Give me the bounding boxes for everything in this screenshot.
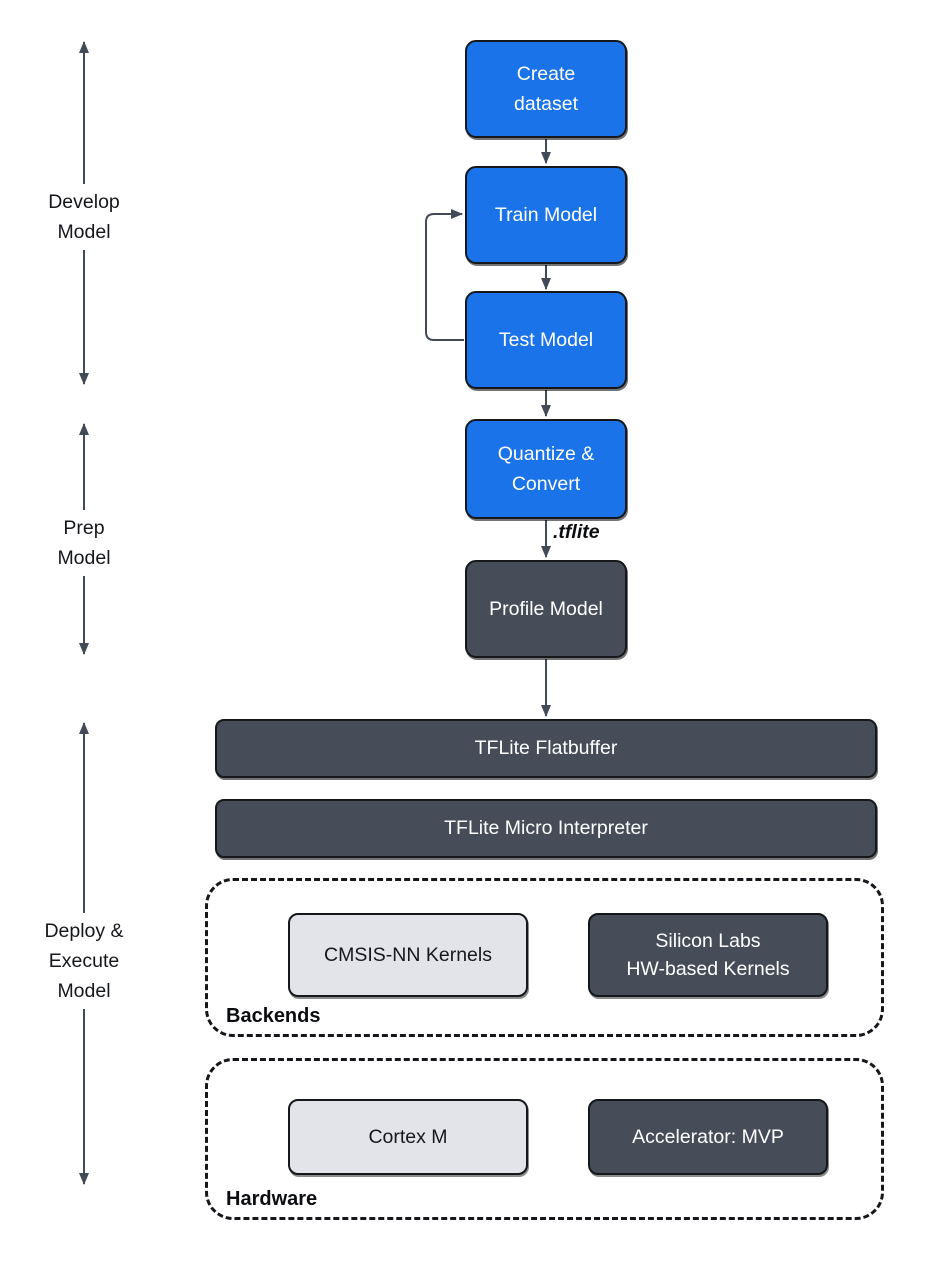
group-title-hardware: Hardware	[226, 1188, 318, 1210]
node-cmsis-nn-kernels: CMSIS-NN Kernels	[288, 913, 528, 997]
layer-tflite-micro-interpreter: TFLite Micro Interpreter	[215, 799, 877, 858]
group-hardware: Cortex M Accelerator: MVP Hardware	[205, 1058, 884, 1220]
tflite-file-annotation: .tflite	[553, 521, 600, 543]
stage-label-deploy-execute-model: Deploy & Execute Model	[0, 913, 168, 1009]
node-train-model: Train Model	[465, 166, 627, 264]
feedback-loop-test-to-train	[425, 209, 464, 341]
node-cortex-m: Cortex M	[288, 1099, 528, 1175]
stage-label-develop-model: Develop Model	[0, 184, 168, 250]
stage-label-prep-model: Prep Model	[0, 510, 168, 576]
node-test-model: Test Model	[465, 291, 627, 389]
group-backends: CMSIS-NN Kernels Silicon Labs HW-based K…	[205, 878, 884, 1037]
node-create-dataset: Create dataset	[465, 40, 627, 138]
layer-tflite-flatbuffer: TFLite Flatbuffer	[215, 719, 877, 778]
node-profile-model: Profile Model	[465, 560, 627, 658]
node-quantize-convert: Quantize & Convert	[465, 419, 627, 519]
node-accelerator-mvp: Accelerator: MVP	[588, 1099, 828, 1175]
node-silicon-labs-hw-kernels: Silicon Labs HW-based Kernels	[588, 913, 828, 997]
group-title-backends: Backends	[226, 1005, 321, 1027]
